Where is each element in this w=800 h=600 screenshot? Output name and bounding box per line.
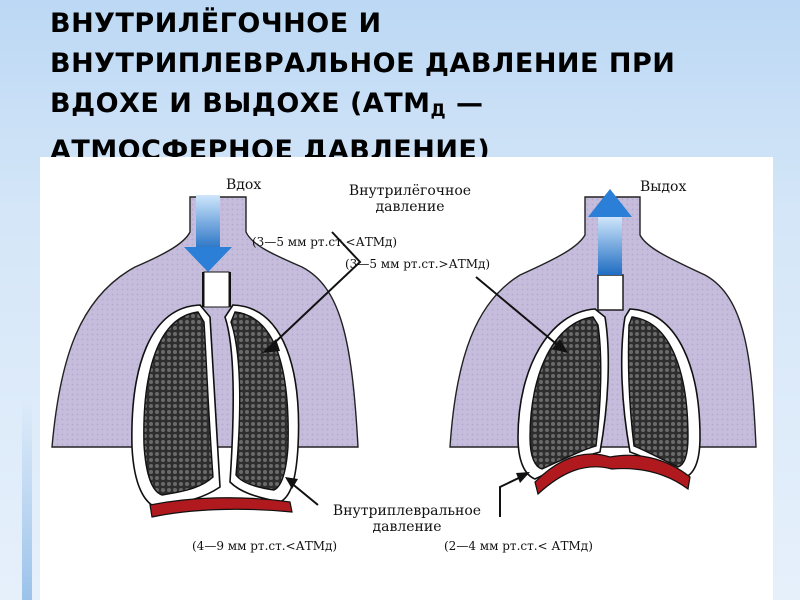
intrapleural-title-line-1: Внутриплевральное	[332, 503, 482, 519]
intrapleural-exhale-value: (2—4 мм рт.ст.< АТМд)	[444, 539, 593, 553]
intrapleural-inhale-value: (4—9 мм рт.ст.<АТМд)	[192, 539, 338, 553]
title-line-3: ВДОХЕ И ВЫДОХЕ (АТМД —	[50, 88, 484, 121]
intrapulmonary-exhale-value: (3—5 мм рт.ст.>АТМд)	[345, 257, 491, 271]
intrapulmonary-arrowhead-right	[552, 339, 568, 353]
intrapulmonary-title: Внутрилёгочное давление	[320, 183, 500, 215]
intrapulmonary-title-line-1: Внутрилёгочное	[348, 183, 472, 199]
decorative-bar	[22, 400, 32, 600]
inhale-left-lung	[143, 311, 214, 496]
title-line-2: ВНУТРИПЛЕВРАЛЬНОЕ ДАВЛЕНИЕ ПРИ	[50, 48, 676, 79]
title-subscript: Д	[430, 101, 447, 121]
inhale-diaphragm	[149, 497, 293, 518]
inhale-trachea	[202, 272, 231, 307]
exhale-right-lung	[627, 316, 689, 468]
intrapleural-arrowhead-right	[516, 472, 530, 483]
breathing-diagram	[51, 189, 757, 518]
inhale-right-lung	[230, 311, 289, 491]
exhale-left-lung	[529, 316, 602, 470]
slide-title: ВНУТРИЛЁГОЧНОЕ И ВНУТРИПЛЕВРАЛЬНОЕ ДАВЛЕ…	[50, 4, 770, 171]
exhale-arrow	[588, 189, 632, 275]
intrapulmonary-pointers	[269, 231, 561, 348]
inhale-trachea-fill	[203, 271, 230, 308]
intrapulmonary-inhale-value: (3—5 мм рт.ст.<АТМд)	[252, 235, 398, 249]
exhale-trachea	[597, 274, 624, 311]
intrapleural-title: Внутриплевральное давление	[312, 503, 502, 535]
intrapulmonary-arrowhead-left	[262, 339, 280, 353]
exhale-diaphragm	[534, 453, 691, 496]
intrapleural-arrowhead-left	[285, 477, 298, 489]
intrapulmonary-title-line-2: давление	[375, 199, 445, 215]
inhale-label: Вдох	[226, 177, 262, 193]
exhale-label: Выдох	[640, 179, 687, 195]
title-line-1: ВНУТРИЛЁГОЧНОЕ И	[50, 8, 382, 39]
inhale-arrow	[184, 195, 232, 272]
intrapleural-pointers	[289, 474, 526, 517]
intrapleural-title-line-2: давление	[372, 519, 442, 535]
diagram-panel: Вдох Выдох Внутрилёгочное давление (3—5 …	[40, 157, 773, 600]
